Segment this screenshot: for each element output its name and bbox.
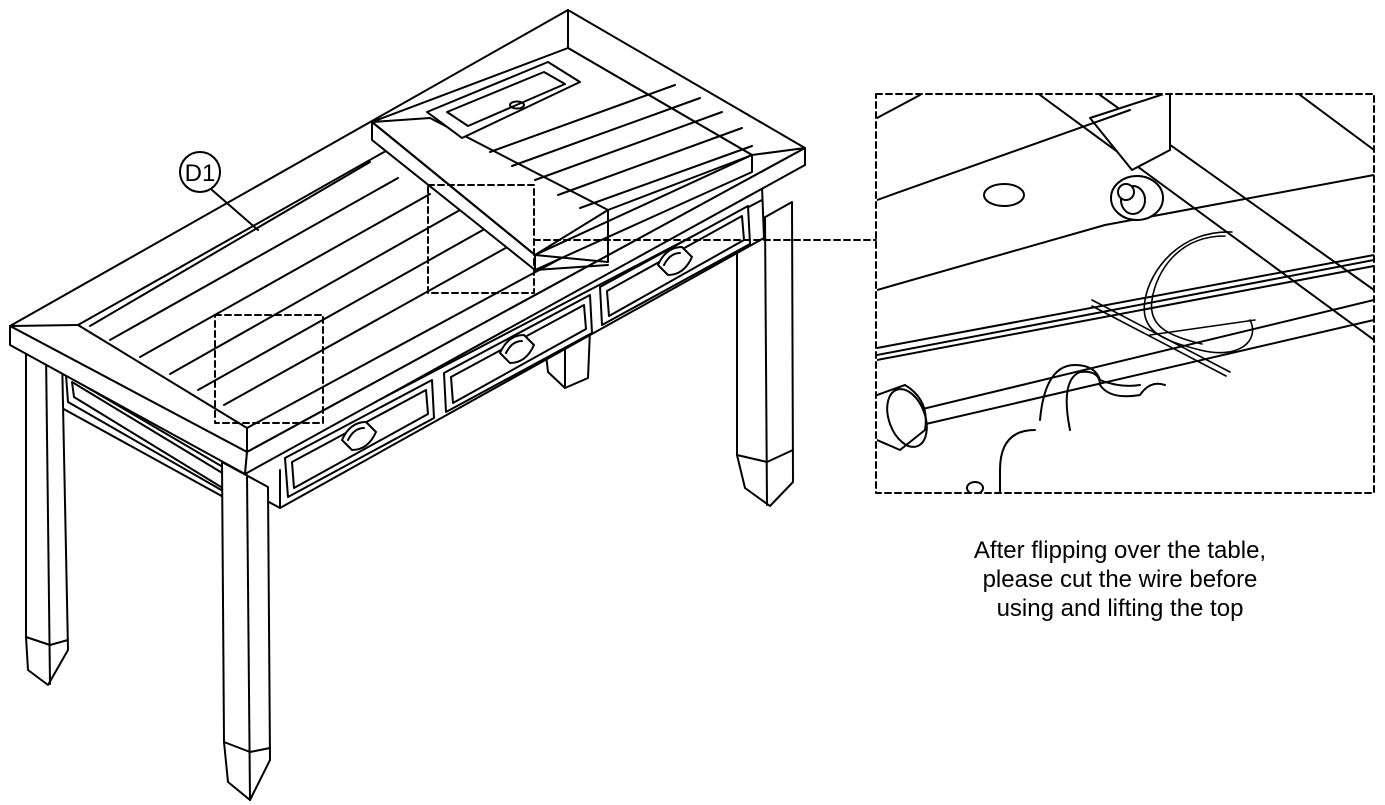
part-callout-label: D1 [185,160,216,187]
hinge-pin-icon [1110,175,1164,221]
table-illustration: D1 [9,9,877,801]
device-tray [426,61,581,139]
front-leg-left [25,344,69,686]
front-leg-right [221,461,271,801]
detail-marker-box-left [214,314,324,424]
fixed-top-planks [89,161,521,406]
instruction-line-1: After flipping over the table, [973,537,1267,564]
wire-tie-icon [1091,231,1256,377]
instruction-caption: After flipping over the table, please cu… [880,536,1360,623]
detail-view [875,93,1375,494]
drawer-left [284,379,435,498]
back-leg-right [736,201,794,507]
tray-hole-icon [509,100,525,110]
dowel-icon [877,384,928,451]
part-callout-d1: D1 [179,151,259,231]
drawer-middle [443,294,593,413]
instruction-line-3: using and lifting the top [996,595,1244,622]
detail-view-frame [875,93,1375,494]
instruction-line-2: please cut the wire before [982,566,1258,593]
hole-icon [983,183,1025,207]
